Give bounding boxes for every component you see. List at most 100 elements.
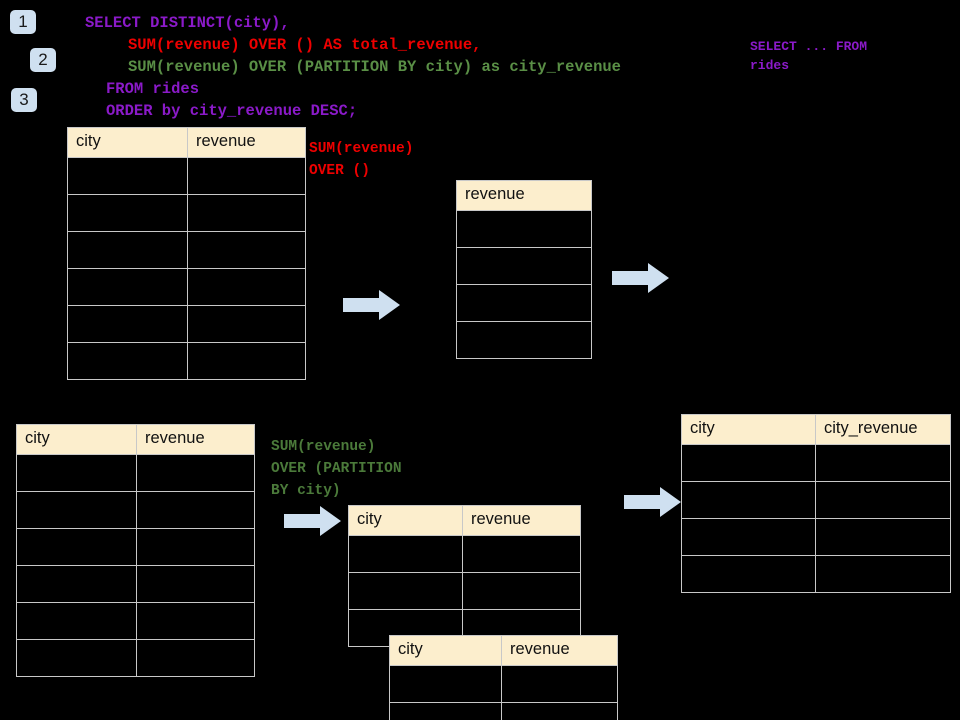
column-header-revenue: revenue xyxy=(501,635,618,666)
table-cell xyxy=(187,305,306,343)
column-header-revenue: revenue xyxy=(187,127,306,158)
arrow-2-icon xyxy=(612,263,669,293)
table-cell xyxy=(67,194,188,232)
table-cell xyxy=(348,535,463,573)
table-header-row: revenue xyxy=(456,180,592,211)
table-header-row: city revenue xyxy=(16,424,255,455)
partition-table-front: city revenue xyxy=(389,635,618,720)
table-row xyxy=(67,305,306,343)
table-row xyxy=(456,247,592,285)
table-cell xyxy=(67,342,188,380)
table-cell xyxy=(187,231,306,269)
step-badge-1: 1 xyxy=(10,10,36,34)
table-cell xyxy=(456,284,592,322)
table-cell xyxy=(501,702,618,720)
table-cell xyxy=(16,454,137,492)
table-cell xyxy=(462,572,581,610)
table-cell xyxy=(187,157,306,195)
table-cell xyxy=(815,444,951,482)
column-header-city: city xyxy=(348,505,463,536)
table-row xyxy=(67,342,306,380)
table-cell xyxy=(136,602,255,640)
annotation-select-from-rides: SELECT ... FROM rides xyxy=(750,39,868,73)
annotation-sum-over-partition: SUM(revenue) OVER (PARTITION BY city) xyxy=(271,439,402,499)
table-header-row: city city_revenue xyxy=(681,414,951,445)
table-cell xyxy=(456,321,592,359)
table-cell xyxy=(67,268,188,306)
table-row xyxy=(389,665,618,703)
table-cell xyxy=(187,342,306,380)
arrow-1-icon xyxy=(343,290,400,320)
table-row xyxy=(681,518,951,556)
table-row xyxy=(16,639,255,677)
table-cell xyxy=(389,665,502,703)
table-cell xyxy=(456,247,592,285)
column-header-city-revenue: city_revenue xyxy=(815,414,951,445)
table-cell xyxy=(16,602,137,640)
table-cell xyxy=(136,639,255,677)
arrow-3-icon xyxy=(284,506,341,536)
table-cell xyxy=(136,454,255,492)
table-cell xyxy=(16,565,137,603)
column-header-city: city xyxy=(67,127,188,158)
table-cell xyxy=(501,665,618,703)
sql-line-select: SELECT DISTINCT(city), xyxy=(85,14,290,32)
table-row xyxy=(456,284,592,322)
table-cell xyxy=(389,702,502,720)
source-table-top: city revenue xyxy=(67,127,306,380)
table-cell xyxy=(462,535,581,573)
table-cell xyxy=(187,268,306,306)
source-table-bottom: city revenue xyxy=(16,424,255,677)
table-cell xyxy=(456,210,592,248)
table-cell xyxy=(16,491,137,529)
table-cell xyxy=(67,157,188,195)
table-cell xyxy=(67,305,188,343)
table-header-row: city revenue xyxy=(348,505,581,536)
table-row xyxy=(16,454,255,492)
arrow-4-icon xyxy=(624,487,681,517)
table-cell xyxy=(136,528,255,566)
table-cell xyxy=(681,518,816,556)
step-badge-3: 3 xyxy=(11,88,37,112)
table-row xyxy=(348,572,581,610)
table-header-row: city revenue xyxy=(67,127,306,158)
result-table: city city_revenue xyxy=(681,414,951,593)
table-row xyxy=(389,702,618,720)
table-row xyxy=(16,565,255,603)
sql-line-order-by: ORDER by city_revenue DESC; xyxy=(106,102,358,120)
column-header-city: city xyxy=(16,424,137,455)
table-cell xyxy=(187,194,306,232)
table-row xyxy=(681,481,951,519)
table-cell xyxy=(681,555,816,593)
table-row xyxy=(67,194,306,232)
table-cell xyxy=(16,528,137,566)
table-row xyxy=(67,268,306,306)
partition-table-back: city revenue xyxy=(348,505,581,647)
table-cell xyxy=(67,231,188,269)
table-row xyxy=(16,602,255,640)
table-cell xyxy=(348,572,463,610)
column-header-city: city xyxy=(681,414,816,445)
table-row xyxy=(681,555,951,593)
table-cell xyxy=(136,565,255,603)
total-revenue-table: revenue xyxy=(456,180,592,359)
table-cell xyxy=(681,481,816,519)
table-row xyxy=(16,528,255,566)
sql-line-total-revenue: SUM(revenue) OVER () AS total_revenue, xyxy=(128,36,482,54)
column-header-revenue: revenue xyxy=(462,505,581,536)
table-header-row: city revenue xyxy=(389,635,618,666)
sql-line-city-revenue: SUM(revenue) OVER (PARTITION BY city) as… xyxy=(128,58,621,76)
table-row xyxy=(456,210,592,248)
sql-line-from: FROM rides xyxy=(106,80,200,98)
column-header-revenue: revenue xyxy=(136,424,255,455)
column-header-city: city xyxy=(389,635,502,666)
table-row xyxy=(456,321,592,359)
table-cell xyxy=(16,639,137,677)
annotation-sum-over-empty: SUM(revenue) OVER () xyxy=(309,141,414,179)
table-cell xyxy=(136,491,255,529)
table-row xyxy=(67,231,306,269)
step-badge-2: 2 xyxy=(30,48,56,72)
table-cell xyxy=(815,481,951,519)
column-header-revenue: revenue xyxy=(456,180,592,211)
